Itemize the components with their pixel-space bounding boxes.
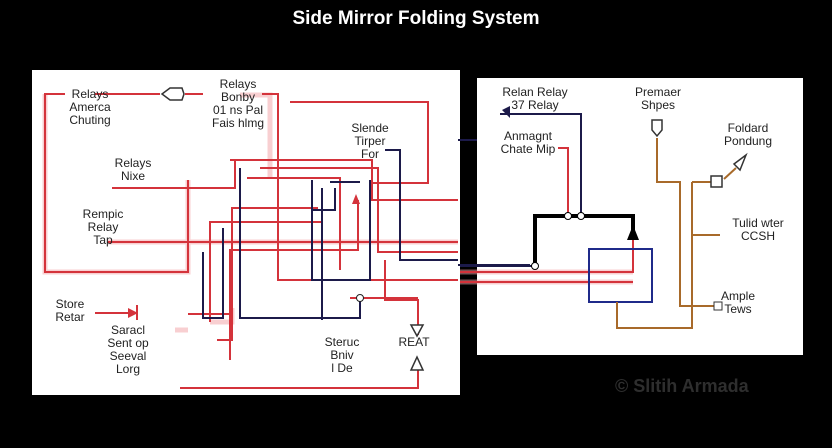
component-label: Store	[56, 297, 85, 311]
diagram-title: Side Mirror Folding System	[292, 8, 540, 29]
right-wiring	[460, 106, 748, 329]
right-panel	[477, 78, 803, 355]
component-label: Amerca	[69, 100, 111, 114]
component-label: Tews	[724, 302, 751, 316]
component-label: Chate Mip	[501, 142, 556, 156]
component-label: Relays	[115, 156, 152, 170]
component-label: Saracl	[111, 323, 145, 337]
connector-icon	[160, 87, 185, 101]
component-label: Steruc	[325, 335, 360, 349]
component-label: Foldard	[728, 121, 769, 135]
component-label: Retar	[55, 310, 84, 324]
component-label: Anmagnt	[504, 129, 553, 143]
component-label: Relan Relay	[502, 85, 567, 99]
watermark: © Slitih Armada	[615, 376, 749, 396]
red-wires	[42, 92, 458, 389]
component-label: REAT	[398, 335, 430, 349]
component-label: Relay	[88, 220, 119, 234]
component-label: 37 Relay	[511, 98, 558, 112]
component-label: Tap	[93, 233, 113, 247]
component-label: Ample	[721, 289, 755, 303]
component-label: Premaer	[635, 85, 681, 99]
component-label: Shpes	[641, 98, 675, 112]
component-label: Tirper	[355, 134, 386, 148]
component-label: Chuting	[69, 113, 110, 127]
component-label: Nixe	[121, 169, 145, 183]
reat-diode-icon	[409, 324, 425, 371]
component-label: Seeval	[110, 349, 147, 363]
component-label: Tulid wter	[732, 216, 784, 230]
component-label: l De	[331, 361, 353, 375]
component-label: Fais hlmg	[212, 116, 264, 130]
component-label: Relays	[220, 77, 257, 91]
store-retar-arrow	[95, 305, 138, 320]
component-label: Slende	[351, 121, 389, 135]
component-label: 01 ns Pal	[213, 103, 263, 117]
component-label: CCSH	[741, 229, 775, 243]
left-panel	[32, 70, 460, 395]
terminal-icon	[356, 294, 364, 302]
arrow-up-icon	[352, 194, 360, 204]
component-label: Sent op	[107, 336, 149, 350]
component-label: Rempic	[83, 207, 124, 221]
component-label: For	[361, 147, 379, 161]
component-label: Bonby	[221, 90, 255, 104]
component-label: Pondung	[724, 134, 772, 148]
component-label: Lorg	[116, 362, 140, 376]
component-label: Bniv	[330, 348, 353, 362]
component-label: Relays	[72, 87, 109, 101]
navy-wires	[202, 139, 530, 320]
relay-box	[588, 248, 653, 303]
